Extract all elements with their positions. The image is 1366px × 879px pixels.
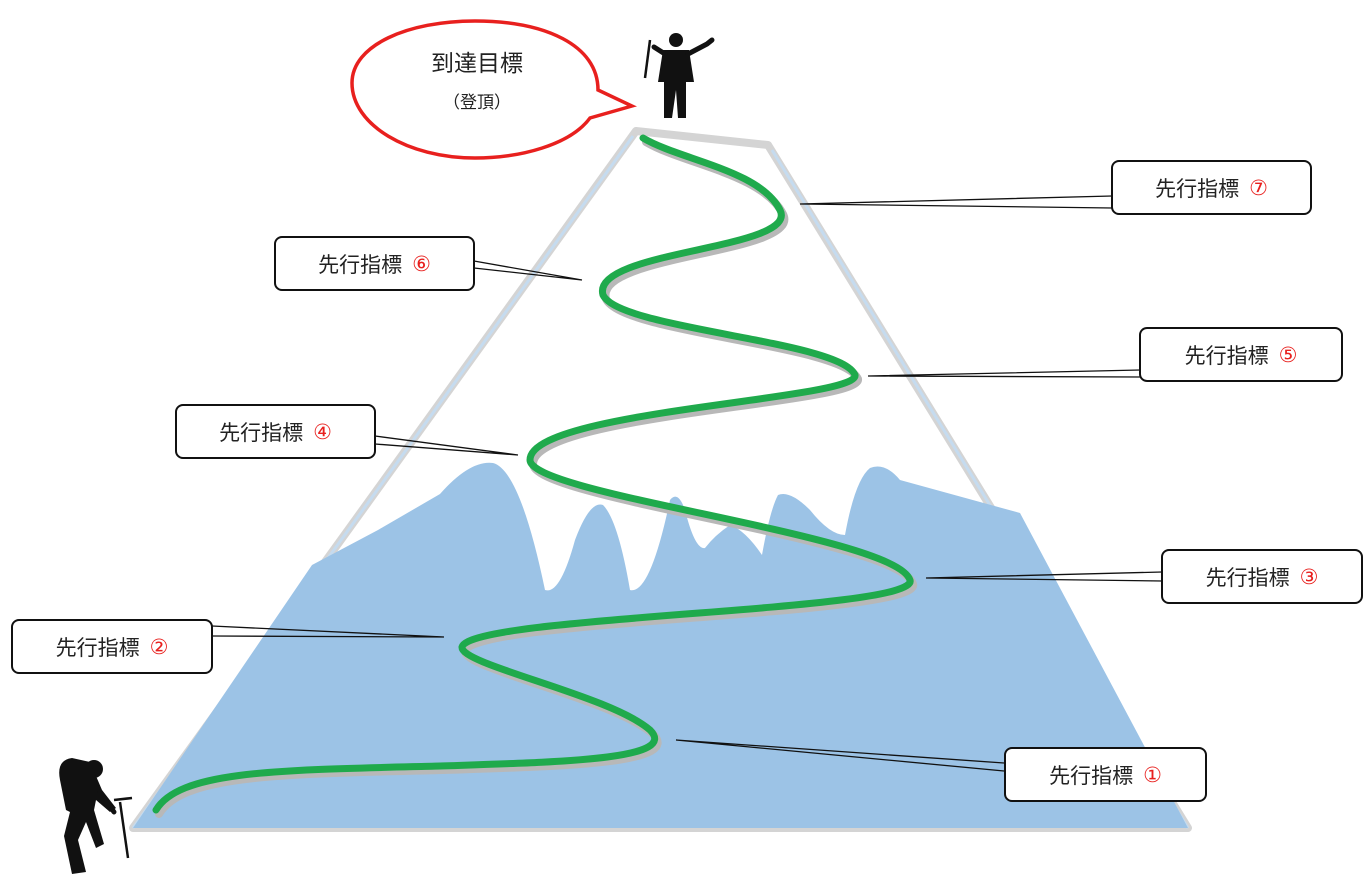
indicator-number: ⑦ — [1249, 175, 1268, 200]
goal-title: 到達目標 — [431, 50, 523, 77]
trail-path — [152, 134, 914, 814]
indicator-box-4: 先行指標 ④ — [175, 404, 376, 459]
indicator-text: 先行指標 — [1184, 343, 1269, 368]
leader-line-3 — [925, 571, 1163, 582]
summit-climber-silhouette-icon — [643, 33, 715, 118]
indicator-box-7: 先行指標 ⑦ — [1111, 160, 1312, 215]
indicator-number: ⑥ — [412, 251, 431, 276]
indicator-text: 先行指標 — [1205, 565, 1290, 590]
indicator-number: ③ — [1299, 564, 1319, 589]
indicator-number: ② — [149, 634, 169, 659]
leader-line-4 — [374, 435, 519, 456]
indicator-box-6: 先行指標 ⑥ — [274, 236, 475, 291]
indicator-text: 先行指標 — [219, 420, 304, 445]
mountain-body — [133, 462, 1188, 828]
indicator-box-5: 先行指標 ⑤ — [1139, 327, 1343, 382]
leader-line-6 — [473, 260, 583, 281]
goal-subtitle: （登頂） — [443, 92, 511, 113]
indicator-box-2: 先行指標 ② — [11, 619, 213, 674]
indicator-number: ① — [1143, 762, 1162, 787]
indicator-box-1: 先行指標 ① — [1004, 747, 1207, 802]
leader-line-2 — [211, 625, 445, 638]
indicator-number: ⑤ — [1278, 342, 1298, 367]
indicator-text: 先行指標 — [1155, 176, 1240, 201]
indicator-text: 先行指標 — [1049, 763, 1134, 788]
goal-speech-bubble — [350, 19, 637, 160]
leader-line-1 — [675, 739, 1005, 772]
leader-line-5 — [867, 369, 1141, 378]
indicator-text: 先行指標 — [55, 635, 140, 660]
indicator-box-3: 先行指標 ③ — [1161, 549, 1363, 604]
climber-silhouette-icon — [59, 758, 133, 874]
indicator-text: 先行指標 — [318, 252, 403, 277]
goal-label: 到達目標 （登頂） — [352, 26, 602, 136]
indicator-number: ④ — [313, 419, 332, 444]
leader-line-7 — [799, 195, 1113, 209]
